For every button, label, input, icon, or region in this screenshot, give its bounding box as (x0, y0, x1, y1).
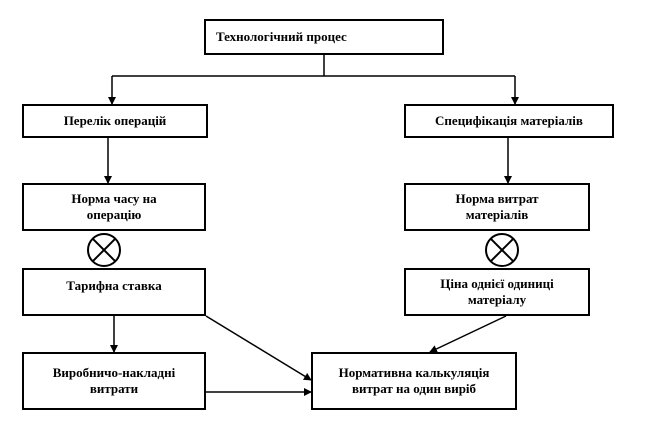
node-unit-price: Ціна однієї одиниці матеріалу (404, 268, 590, 316)
node-label: Перелік операцій (63, 113, 167, 128)
node-label: витрат на один виріб (351, 381, 477, 396)
node-label: матеріалів (465, 207, 529, 222)
node-label: Специфікація матеріалів (435, 113, 583, 128)
node-label: матеріалу (467, 292, 527, 307)
node-tariff-rate: Тарифна ставка (22, 268, 206, 316)
node-label: Технологічний процес (216, 29, 347, 44)
node-label: Виробничо-накладні (52, 365, 176, 380)
multiply-circle-icon (87, 233, 121, 267)
multiply-circle-icon (485, 233, 519, 267)
node-operations-list: Перелік операцій (22, 104, 208, 138)
node-label: операцію (86, 207, 142, 222)
node-technological-process: Технологічний процес (204, 19, 444, 55)
node-label: Норма витрат (455, 191, 539, 206)
node-material-norm: Норма витрат матеріалів (404, 183, 590, 231)
node-label: Нормативна калькуляція (338, 365, 490, 380)
node-label: Ціна однієї одиниці (440, 276, 554, 291)
node-normative-calculation: Нормативна калькуляція витрат на один ви… (311, 352, 517, 410)
node-overhead-costs: Виробничо-накладні витрати (22, 352, 206, 410)
node-label: Тарифна ставка (66, 278, 162, 293)
connector-price-calc (429, 315, 507, 353)
node-time-norm: Норма часу на операцію (22, 183, 206, 231)
node-label: витрати (89, 381, 139, 396)
connector-rate-calc (205, 315, 312, 381)
node-label: Норма часу на (71, 191, 157, 206)
node-materials-specification: Специфікація матеріалів (404, 104, 614, 138)
